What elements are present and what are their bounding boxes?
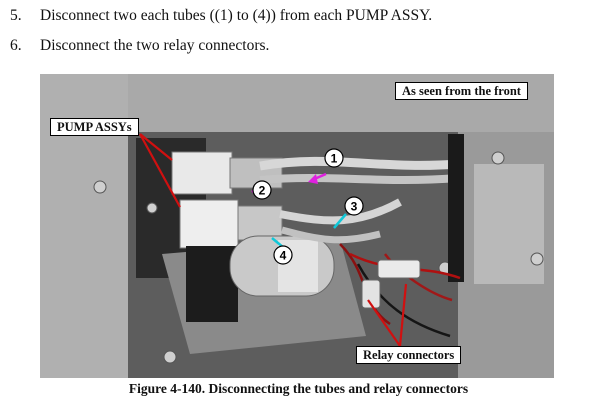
step-5: 5. Disconnect two each tubes ((1) to (4))… [10,7,432,25]
svg-text:2: 2 [259,184,266,198]
relay-connectors-label: Relay connectors [356,346,462,364]
step-number: 6. [10,37,22,54]
tube-marker-4: 4 [273,245,293,265]
step-text: Disconnect the two relay connectors. [40,37,270,54]
tube-marker-1: 1 [324,148,344,168]
step-text: Disconnect two each tubes ((1) to (4)) f… [40,7,433,24]
figure-caption: Figure 4-140. Disconnecting the tubes an… [128,381,469,396]
figure-photo: 1 2 3 4 As seen from the front PUMP ASSY… [40,74,554,378]
svg-text:3: 3 [351,200,358,214]
tube-marker-3: 3 [344,196,364,216]
pump-assys-label: PUMP ASSYs [50,118,139,136]
step-6: 6. Disconnect the two relay connectors. [10,37,269,55]
svg-text:4: 4 [280,249,287,263]
view-label: As seen from the front [395,82,528,100]
tube-marker-2: 2 [252,180,272,200]
step-number: 5. [10,7,22,24]
svg-text:1: 1 [331,152,338,166]
